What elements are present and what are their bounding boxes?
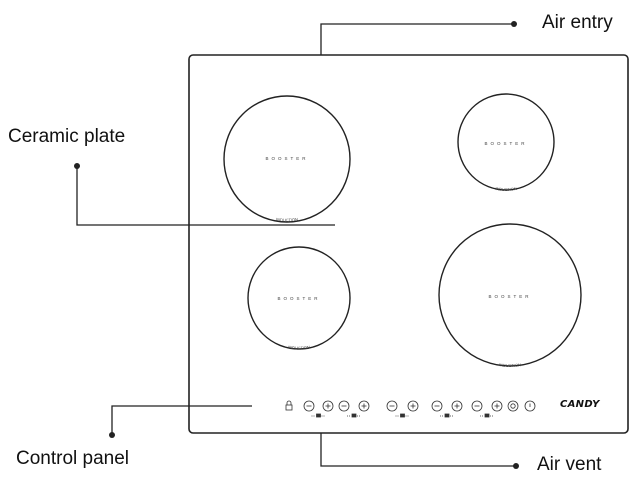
cooking-zone-top-right: BOOSTER INDUCTION	[457, 93, 555, 192]
booster-icon[interactable]	[507, 400, 519, 412]
callout-air-vent	[320, 433, 516, 467]
brand-logo: CANDY	[560, 399, 600, 410]
plus-icon[interactable]	[358, 400, 370, 412]
zone-indicator-icon	[347, 413, 361, 418]
svg-text:INDUCTION: INDUCTION	[288, 344, 311, 350]
cooking-zone-bottom-right: BOOSTER INDUCTION	[438, 223, 582, 368]
svg-text:INDUCTION: INDUCTION	[495, 186, 518, 192]
minus-icon[interactable]	[471, 400, 483, 412]
air-entry-dot	[511, 21, 517, 27]
control-panel-label: Control panel	[16, 448, 130, 469]
plus-icon[interactable]	[491, 400, 503, 412]
callout-air-entry	[320, 23, 514, 55]
zone-booster-label: BOOSTER	[277, 296, 320, 301]
cooktop-glass	[188, 54, 629, 434]
plus-icon[interactable]	[451, 400, 463, 412]
callout-control-panel	[111, 405, 252, 435]
ceramic-plate-dot	[74, 163, 80, 169]
zone-indicator-icon	[311, 413, 326, 418]
svg-text:INDUCTION: INDUCTION	[499, 362, 522, 368]
power-icon[interactable]	[524, 400, 536, 412]
zone-induction-label: INDUCTION	[288, 344, 311, 350]
zone-induction-label: INDUCTION	[499, 362, 522, 368]
air-vent-dot	[513, 463, 519, 469]
zone-booster-label: BOOSTER	[265, 156, 308, 161]
control-panel	[285, 400, 536, 418]
plus-icon[interactable]	[407, 400, 419, 412]
minus-icon[interactable]	[303, 400, 315, 412]
air-vent-label: Air vent	[537, 454, 602, 475]
zone-booster-label: BOOSTER	[488, 294, 531, 299]
cooking-zone-top-left: BOOSTER INDUCTION	[223, 95, 351, 223]
ceramic-plate-label: Ceramic plate	[8, 126, 126, 147]
plus-icon[interactable]	[322, 400, 334, 412]
zone-indicator-icon	[440, 413, 454, 418]
zone-induction-label: INDUCTION	[276, 217, 299, 223]
zone-induction-label: INDUCTION	[495, 186, 518, 192]
zone-indicator-icon	[395, 413, 410, 418]
lock-icon[interactable]	[285, 400, 293, 411]
minus-icon[interactable]	[431, 400, 443, 412]
control-panel-dot	[109, 432, 115, 438]
svg-text:INDUCTION: INDUCTION	[276, 217, 299, 223]
callout-ceramic-plate	[76, 166, 335, 226]
air-entry-label: Air entry	[542, 12, 613, 33]
minus-icon[interactable]	[338, 400, 350, 412]
minus-icon[interactable]	[386, 400, 398, 412]
zone-booster-label: BOOSTER	[484, 141, 527, 146]
cooking-zone-bottom-left: BOOSTER INDUCTION	[247, 246, 351, 350]
zone-indicator-icon	[480, 413, 494, 418]
